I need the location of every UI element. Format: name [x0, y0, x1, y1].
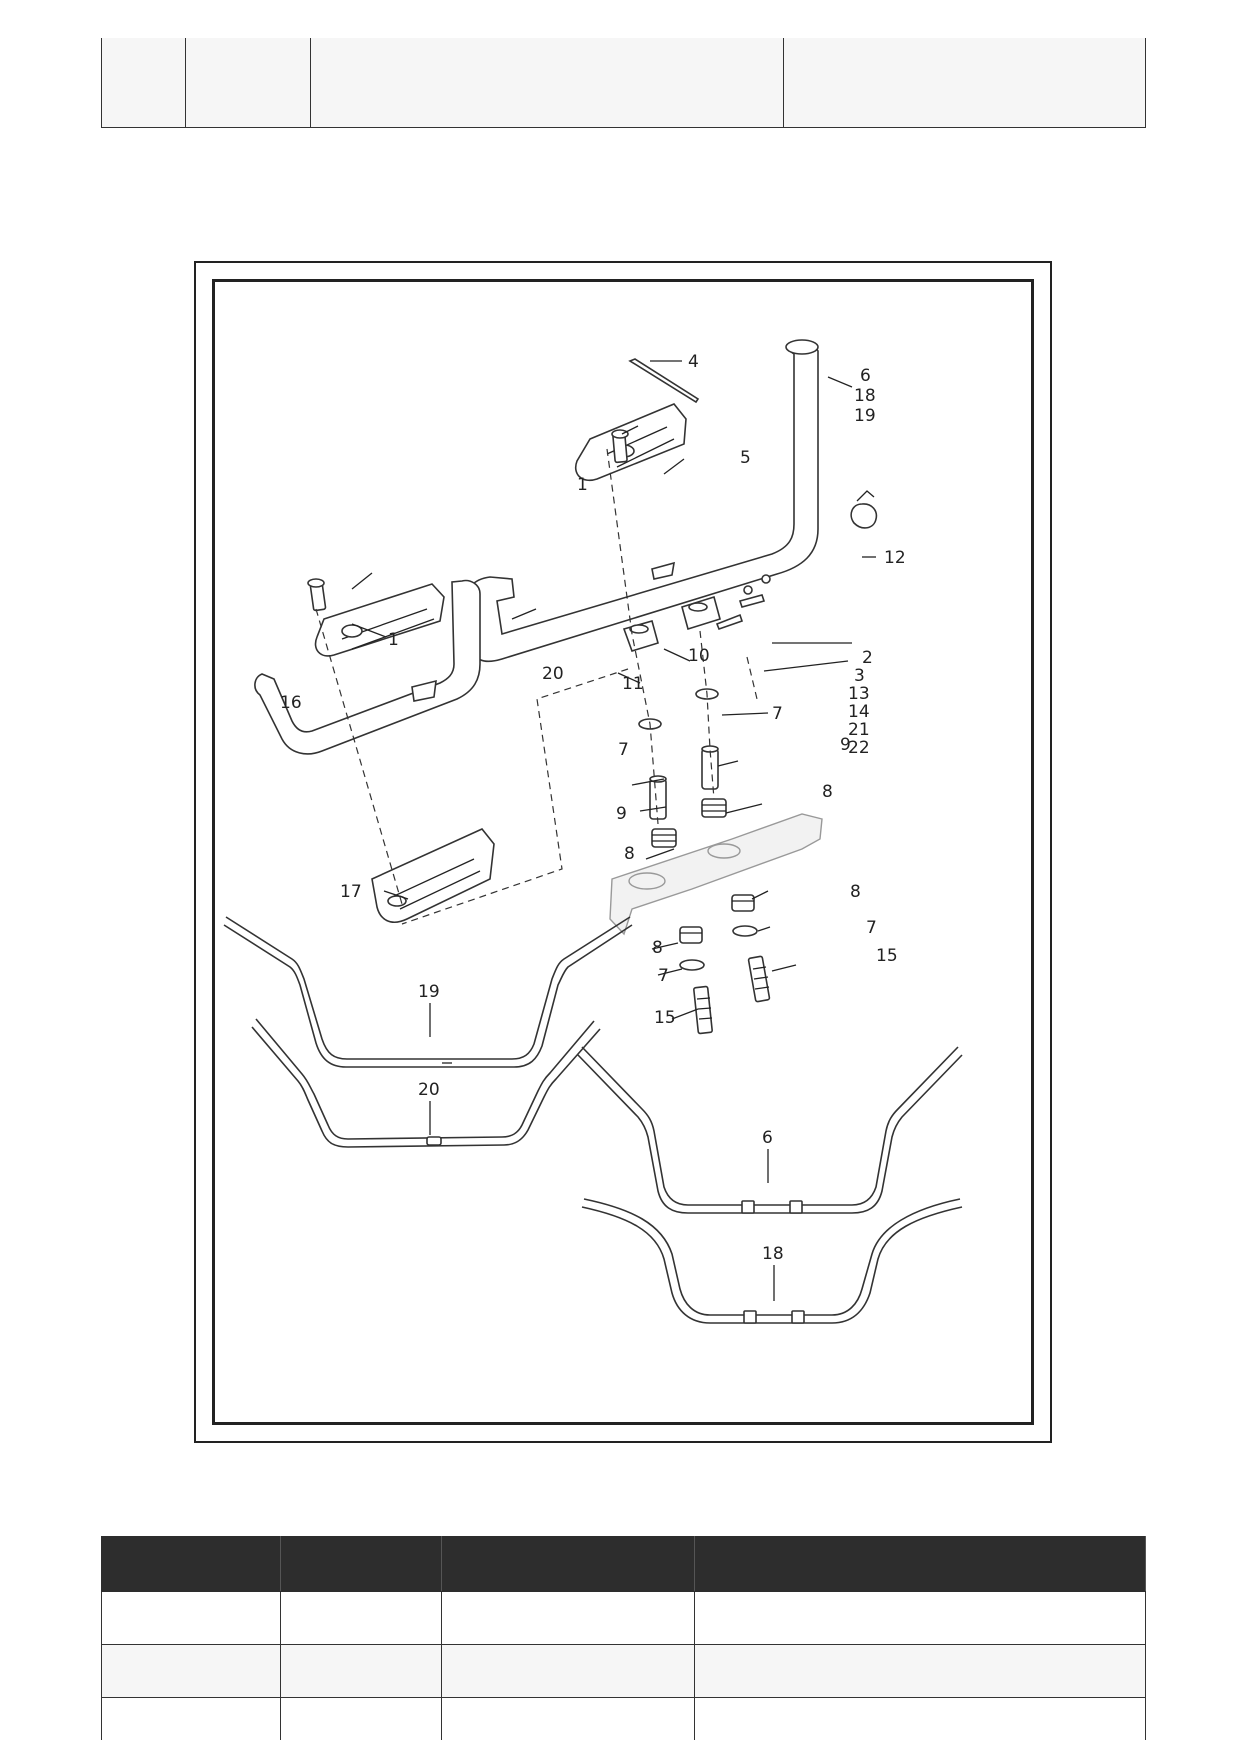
view-label-20: 20: [418, 1080, 440, 1100]
screw-part: [743, 585, 753, 595]
callout-12: 12: [884, 548, 906, 568]
triple-clamp: [609, 813, 823, 936]
callout-14: 14: [848, 702, 870, 722]
callout-8-c: 8: [850, 882, 861, 902]
callout-1-top: 1: [577, 475, 588, 495]
spacer-right: [701, 745, 719, 790]
callout-4: 4: [688, 352, 699, 372]
callout-9-b: 9: [616, 804, 627, 824]
table-row: [101, 1697, 1146, 1740]
table-cell: [101, 1697, 281, 1740]
callout-13: 13: [848, 684, 870, 704]
top-table: [101, 38, 1146, 128]
handlebar-view-18: [581, 1198, 963, 1324]
table-cell: [441, 1591, 695, 1645]
callout-15-b: 15: [654, 1008, 676, 1028]
callout-7-b: 7: [618, 740, 629, 760]
callout-17: 17: [340, 882, 362, 902]
bushing-upper-right: [701, 798, 727, 818]
handlebar-exploded-diagram: 6 18 19 4 1 5 12 1 16 20 10 11 2 3 13 14…: [223, 339, 963, 1324]
dashed-guide: [699, 630, 715, 800]
figure-frame-outer: [194, 261, 1052, 1443]
table-cell: [694, 1591, 1146, 1645]
view-label-6: 6: [762, 1128, 773, 1148]
top-table-cell: [310, 38, 784, 128]
cable-tie-part: [628, 358, 700, 404]
lower-clamp: [371, 828, 495, 923]
parts-table: [101, 1536, 1146, 1740]
bolt-1-top: [611, 429, 629, 464]
callout-5: 5: [740, 448, 751, 468]
table-cell: [101, 1591, 281, 1645]
callout-19: 19: [854, 406, 876, 426]
figure-frame-inner: [212, 279, 1034, 1425]
callout-7-a: 7: [772, 704, 783, 724]
table-cell: [280, 1697, 442, 1740]
table-cell: [694, 1697, 1146, 1740]
view-label-19: 19: [418, 982, 440, 1002]
main-handlebar: [465, 339, 819, 663]
handlebar-lower-left: [254, 578, 481, 755]
table-row: [101, 1591, 1146, 1645]
callout-22: 22: [848, 738, 870, 758]
handlebar-view-19: [223, 916, 633, 1068]
table-cell: [280, 1591, 442, 1645]
screw-part: [761, 574, 771, 584]
table-header-cell: [280, 1536, 442, 1592]
leader-lines: [351, 360, 876, 1301]
callout-21: 21: [848, 720, 870, 740]
table-cell: [101, 1644, 281, 1698]
dashed-guide: [606, 448, 659, 825]
riser-right: [681, 595, 721, 631]
callout-18: 18: [854, 386, 876, 406]
dashed-guide: [315, 608, 403, 905]
spacer-left: [649, 775, 667, 820]
handlebar-view-6: [577, 1046, 963, 1214]
callout-11: 11: [622, 674, 644, 694]
callout-8-d: 8: [652, 938, 663, 958]
bolt-left: [693, 985, 713, 1035]
clip-part-small: [738, 594, 766, 608]
bushing-upper-left: [651, 828, 677, 848]
dashed-guide: [401, 668, 629, 925]
table-cell: [280, 1644, 442, 1698]
top-table-cell: [185, 38, 311, 128]
top-table-cell: [783, 38, 1146, 128]
bushing-lower-left: [679, 926, 703, 944]
table-header-cell: [441, 1536, 695, 1592]
washer-part: [679, 959, 705, 971]
table-header-cell: [101, 1536, 281, 1592]
callout-3: 3: [854, 666, 865, 686]
table-header-cell: [694, 1536, 1146, 1592]
callout-15-a: 15: [876, 946, 898, 966]
callout-6: 6: [860, 366, 871, 386]
callout-2: 2: [862, 648, 873, 668]
table-cell: [694, 1644, 1146, 1698]
clip-part: [850, 490, 878, 529]
washer-part: [732, 925, 758, 937]
bushing-lower-right: [731, 894, 755, 912]
riser-left: [622, 620, 659, 652]
handlebar-view-20: [251, 1018, 601, 1148]
callout-9-a: 9: [840, 735, 851, 755]
bolt-right: [747, 955, 771, 1003]
view-label-18: 18: [762, 1244, 784, 1264]
callout-7-c: 7: [866, 918, 877, 938]
table-cell: [441, 1644, 695, 1698]
callout-8-a: 8: [822, 782, 833, 802]
callout-20: 20: [542, 664, 564, 684]
table-cell: [441, 1697, 695, 1740]
dashed-guide: [746, 656, 758, 700]
callout-16: 16: [280, 693, 302, 713]
top-table-cell: [101, 38, 186, 128]
pin-part: [715, 613, 744, 631]
table-row: [101, 1644, 1146, 1698]
callout-1-left: 1: [388, 630, 399, 650]
callout-10: 10: [688, 646, 710, 666]
callout-8-b: 8: [624, 844, 635, 864]
callout-7-d: 7: [658, 966, 669, 986]
